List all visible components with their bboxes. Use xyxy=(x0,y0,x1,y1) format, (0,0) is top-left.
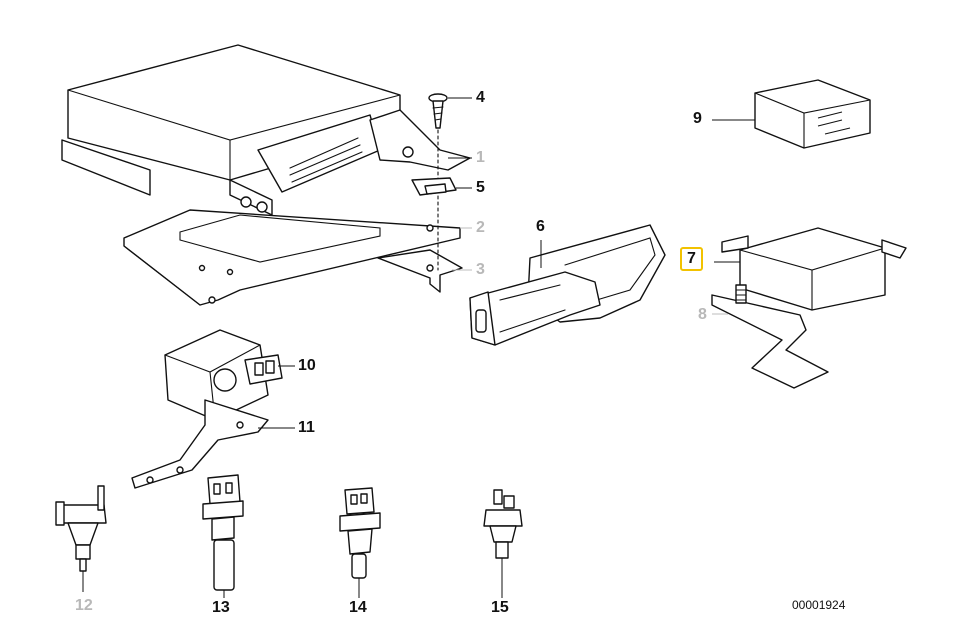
callout-1[interactable]: 1 xyxy=(476,149,485,166)
callout-6[interactable]: 6 xyxy=(536,218,545,235)
callout-8[interactable]: 8 xyxy=(698,306,707,323)
callout-2[interactable]: 2 xyxy=(476,219,485,236)
bracket[interactable] xyxy=(377,249,463,293)
control-unit[interactable] xyxy=(61,44,471,216)
callout-15[interactable]: 15 xyxy=(491,599,509,616)
callout-9[interactable]: 9 xyxy=(693,110,702,127)
callout-7[interactable]: 7 xyxy=(680,247,703,271)
callout-5[interactable]: 5 xyxy=(476,179,485,196)
relay-holder[interactable] xyxy=(711,284,829,389)
callout-10[interactable]: 10 xyxy=(298,357,316,374)
document-number: 00001924 xyxy=(792,598,846,612)
sensor-bracket[interactable] xyxy=(131,399,269,489)
relay-with-pins[interactable] xyxy=(754,79,871,149)
callout-14[interactable]: 14 xyxy=(349,599,367,616)
clip-nut[interactable] xyxy=(411,177,457,196)
relay-bracket[interactable] xyxy=(469,224,666,346)
callout-12[interactable]: 12 xyxy=(75,597,93,614)
callout-4[interactable]: 4 xyxy=(476,89,485,106)
sensor-housing[interactable] xyxy=(164,329,283,421)
pressure-switch[interactable] xyxy=(483,489,523,559)
callout-11[interactable]: 11 xyxy=(298,419,315,436)
mounting-plate[interactable] xyxy=(123,209,461,306)
temperature-sensor[interactable] xyxy=(202,474,244,591)
coolant-sensor[interactable] xyxy=(339,487,381,579)
callout-13[interactable]: 13 xyxy=(212,599,230,616)
relay[interactable] xyxy=(721,227,907,311)
screw[interactable] xyxy=(428,93,448,271)
temperature-switch[interactable] xyxy=(55,485,107,572)
leader-lines xyxy=(82,97,755,598)
callout-3[interactable]: 3 xyxy=(476,261,485,278)
